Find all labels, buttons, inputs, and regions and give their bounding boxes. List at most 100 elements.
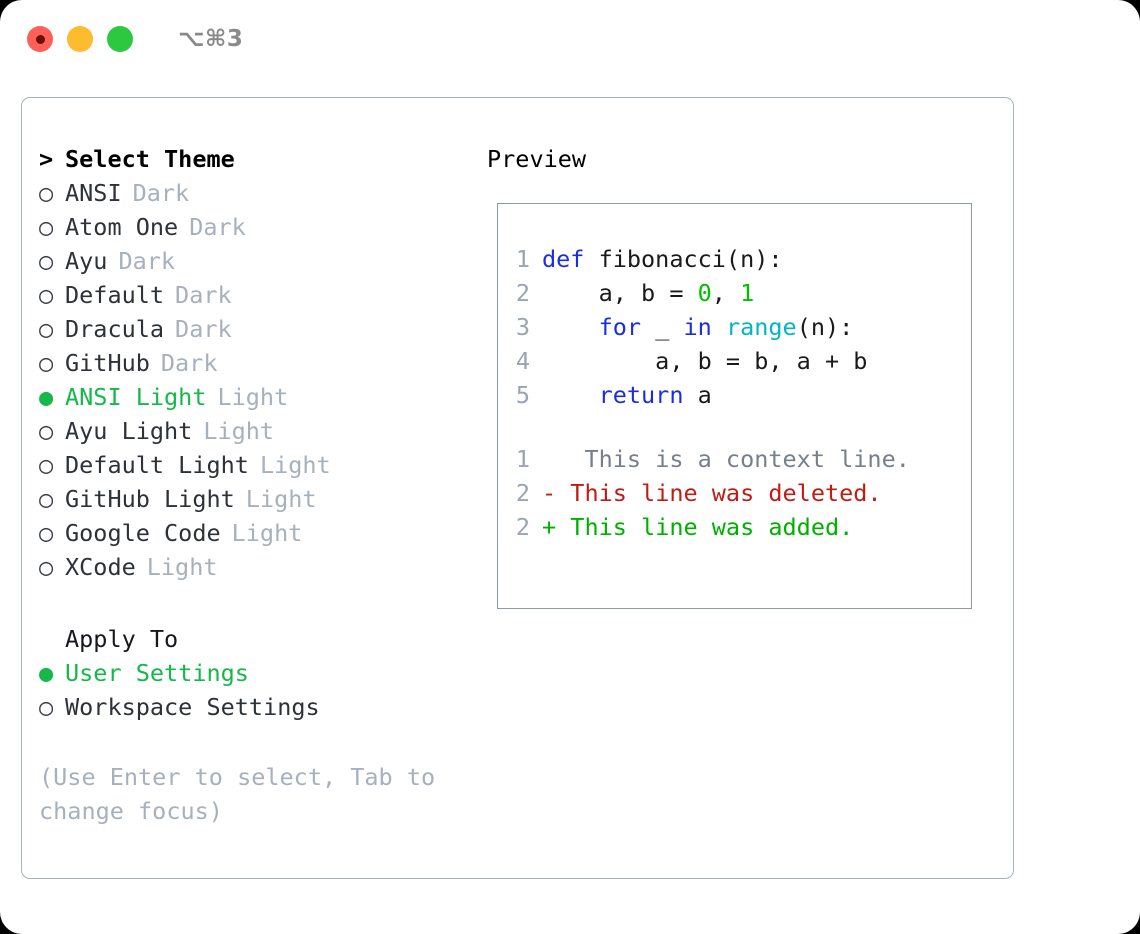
spacer xyxy=(498,412,971,442)
theme-variant-badge: Light xyxy=(217,383,289,411)
code-token xyxy=(712,313,726,341)
radio-unselected-icon[interactable]: ○ xyxy=(39,213,54,241)
radio-unselected-icon[interactable]: ○ xyxy=(39,451,54,479)
radio-unselected-icon[interactable]: ○ xyxy=(39,315,54,343)
radio-unselected-icon[interactable]: ○ xyxy=(39,349,54,377)
apply-to-option[interactable]: ● User Settings xyxy=(39,656,487,690)
diff-sign: + xyxy=(542,513,557,541)
code-line-text: def fibonacci(n): xyxy=(542,242,783,276)
theme-list-item[interactable]: ○ XCode Light xyxy=(39,550,487,584)
theme-name: GitHub xyxy=(65,349,150,377)
code-line-text: return a xyxy=(542,378,712,412)
radio-unselected-icon[interactable]: ○ xyxy=(39,179,54,207)
theme-list-item[interactable]: ○ GitHub Dark xyxy=(39,346,487,380)
code-line-text: for _ in range(n): xyxy=(542,310,854,344)
apply-to-options: ● User Settings ○ Workspace Settings xyxy=(39,656,487,724)
close-window-button[interactable] xyxy=(27,26,53,52)
theme-variant-badge: Light xyxy=(231,519,303,547)
theme-name: ANSI Light xyxy=(65,383,207,411)
theme-variant-badge: Dark xyxy=(160,349,218,377)
diff-line-text: This line was deleted. xyxy=(556,479,882,507)
theme-list-item[interactable]: ● ANSI Light Light xyxy=(39,380,487,414)
diff-sign: - xyxy=(542,479,557,507)
radio-unselected-icon[interactable]: ○ xyxy=(39,519,54,547)
theme-name: XCode xyxy=(65,553,136,581)
line-number: 4 xyxy=(515,347,530,375)
theme-variant-badge: Dark xyxy=(118,247,176,275)
code-token xyxy=(542,313,599,341)
theme-variant-badge: Dark xyxy=(175,315,232,343)
theme-variant-badge: Dark xyxy=(132,179,190,207)
keyboard-shortcut-label: ⌥⌘3 xyxy=(178,26,244,52)
theme-name: Ayu xyxy=(65,247,108,275)
theme-name: Dracula xyxy=(65,315,165,343)
line-number: 5 xyxy=(515,381,530,409)
theme-variant-badge: Light xyxy=(259,451,331,479)
close-icon xyxy=(35,34,45,44)
diff-line-text: This line was added. xyxy=(556,513,854,541)
page-title: Select Theme xyxy=(65,145,235,173)
line-number: 2 xyxy=(515,279,530,307)
theme-variant-badge: Light xyxy=(146,553,218,581)
code-token: in xyxy=(683,313,712,341)
code-token: 1 xyxy=(740,279,755,307)
radio-unselected-icon[interactable]: ○ xyxy=(39,485,54,513)
line-number: 2 xyxy=(515,479,530,507)
theme-list-item[interactable]: ○ Ayu Dark xyxy=(39,244,487,278)
radio-unselected-icon[interactable]: ○ xyxy=(39,281,54,309)
radio-selected-icon[interactable]: ● xyxy=(39,659,54,687)
keyboard-hint-text: (Use Enter to select, Tab to change focu… xyxy=(39,763,436,825)
apply-to-option-label: Workspace Settings xyxy=(65,693,320,721)
line-number: 2 xyxy=(515,513,530,541)
code-token: , xyxy=(711,279,741,307)
code-token: a xyxy=(683,381,712,409)
code-token: a, b = b, a + b xyxy=(542,347,868,375)
apply-to-option[interactable]: ○ Workspace Settings xyxy=(39,690,487,724)
code-line: 5 return a xyxy=(498,378,971,412)
code-line: 4 a, b = b, a + b xyxy=(498,344,971,378)
line-number: 1 xyxy=(515,245,530,273)
code-token: _ xyxy=(641,313,684,341)
apply-to-heading: Apply To xyxy=(39,622,487,656)
minimize-window-button[interactable] xyxy=(67,26,93,52)
code-token: fibonacci(n): xyxy=(598,245,783,273)
radio-selected-icon[interactable]: ● xyxy=(39,383,54,411)
code-line: 1 def fibonacci(n): xyxy=(498,242,971,276)
preview-heading: Preview xyxy=(487,145,587,173)
spacer xyxy=(39,584,487,622)
line-number: 1 xyxy=(515,445,530,473)
diff-line-text: This is a context line. xyxy=(556,445,910,473)
diff-line: 2- This line was deleted. xyxy=(498,476,971,510)
radio-unselected-icon[interactable]: ○ xyxy=(39,553,54,581)
theme-name: ANSI xyxy=(65,179,122,207)
theme-list-item[interactable]: ○ Dracula Dark xyxy=(39,312,487,346)
code-token: a, b = xyxy=(542,279,698,307)
apply-to-option-label: User Settings xyxy=(65,659,249,687)
radio-unselected-icon[interactable]: ○ xyxy=(39,247,54,275)
code-token: for xyxy=(598,313,642,341)
selection-arrow-icon: > xyxy=(39,145,54,173)
radio-unselected-icon[interactable]: ○ xyxy=(39,693,54,721)
diff-sample: 1 This is a context line. 2- This line wa… xyxy=(498,442,971,544)
radio-unselected-icon[interactable]: ○ xyxy=(39,417,54,445)
maximize-window-button[interactable] xyxy=(107,26,133,52)
theme-list-item[interactable]: ○ ANSI Dark xyxy=(39,176,487,210)
code-line: 3 for _ in range(n): xyxy=(498,310,971,344)
theme-variant-badge: Light xyxy=(245,485,317,513)
theme-list-item[interactable]: ○ Default Light Light xyxy=(39,448,487,482)
code-line-text: a, b = b, a + b xyxy=(542,344,867,378)
theme-name: Default Light xyxy=(65,451,249,479)
code-token xyxy=(542,381,599,409)
code-token: (n): xyxy=(796,313,854,341)
